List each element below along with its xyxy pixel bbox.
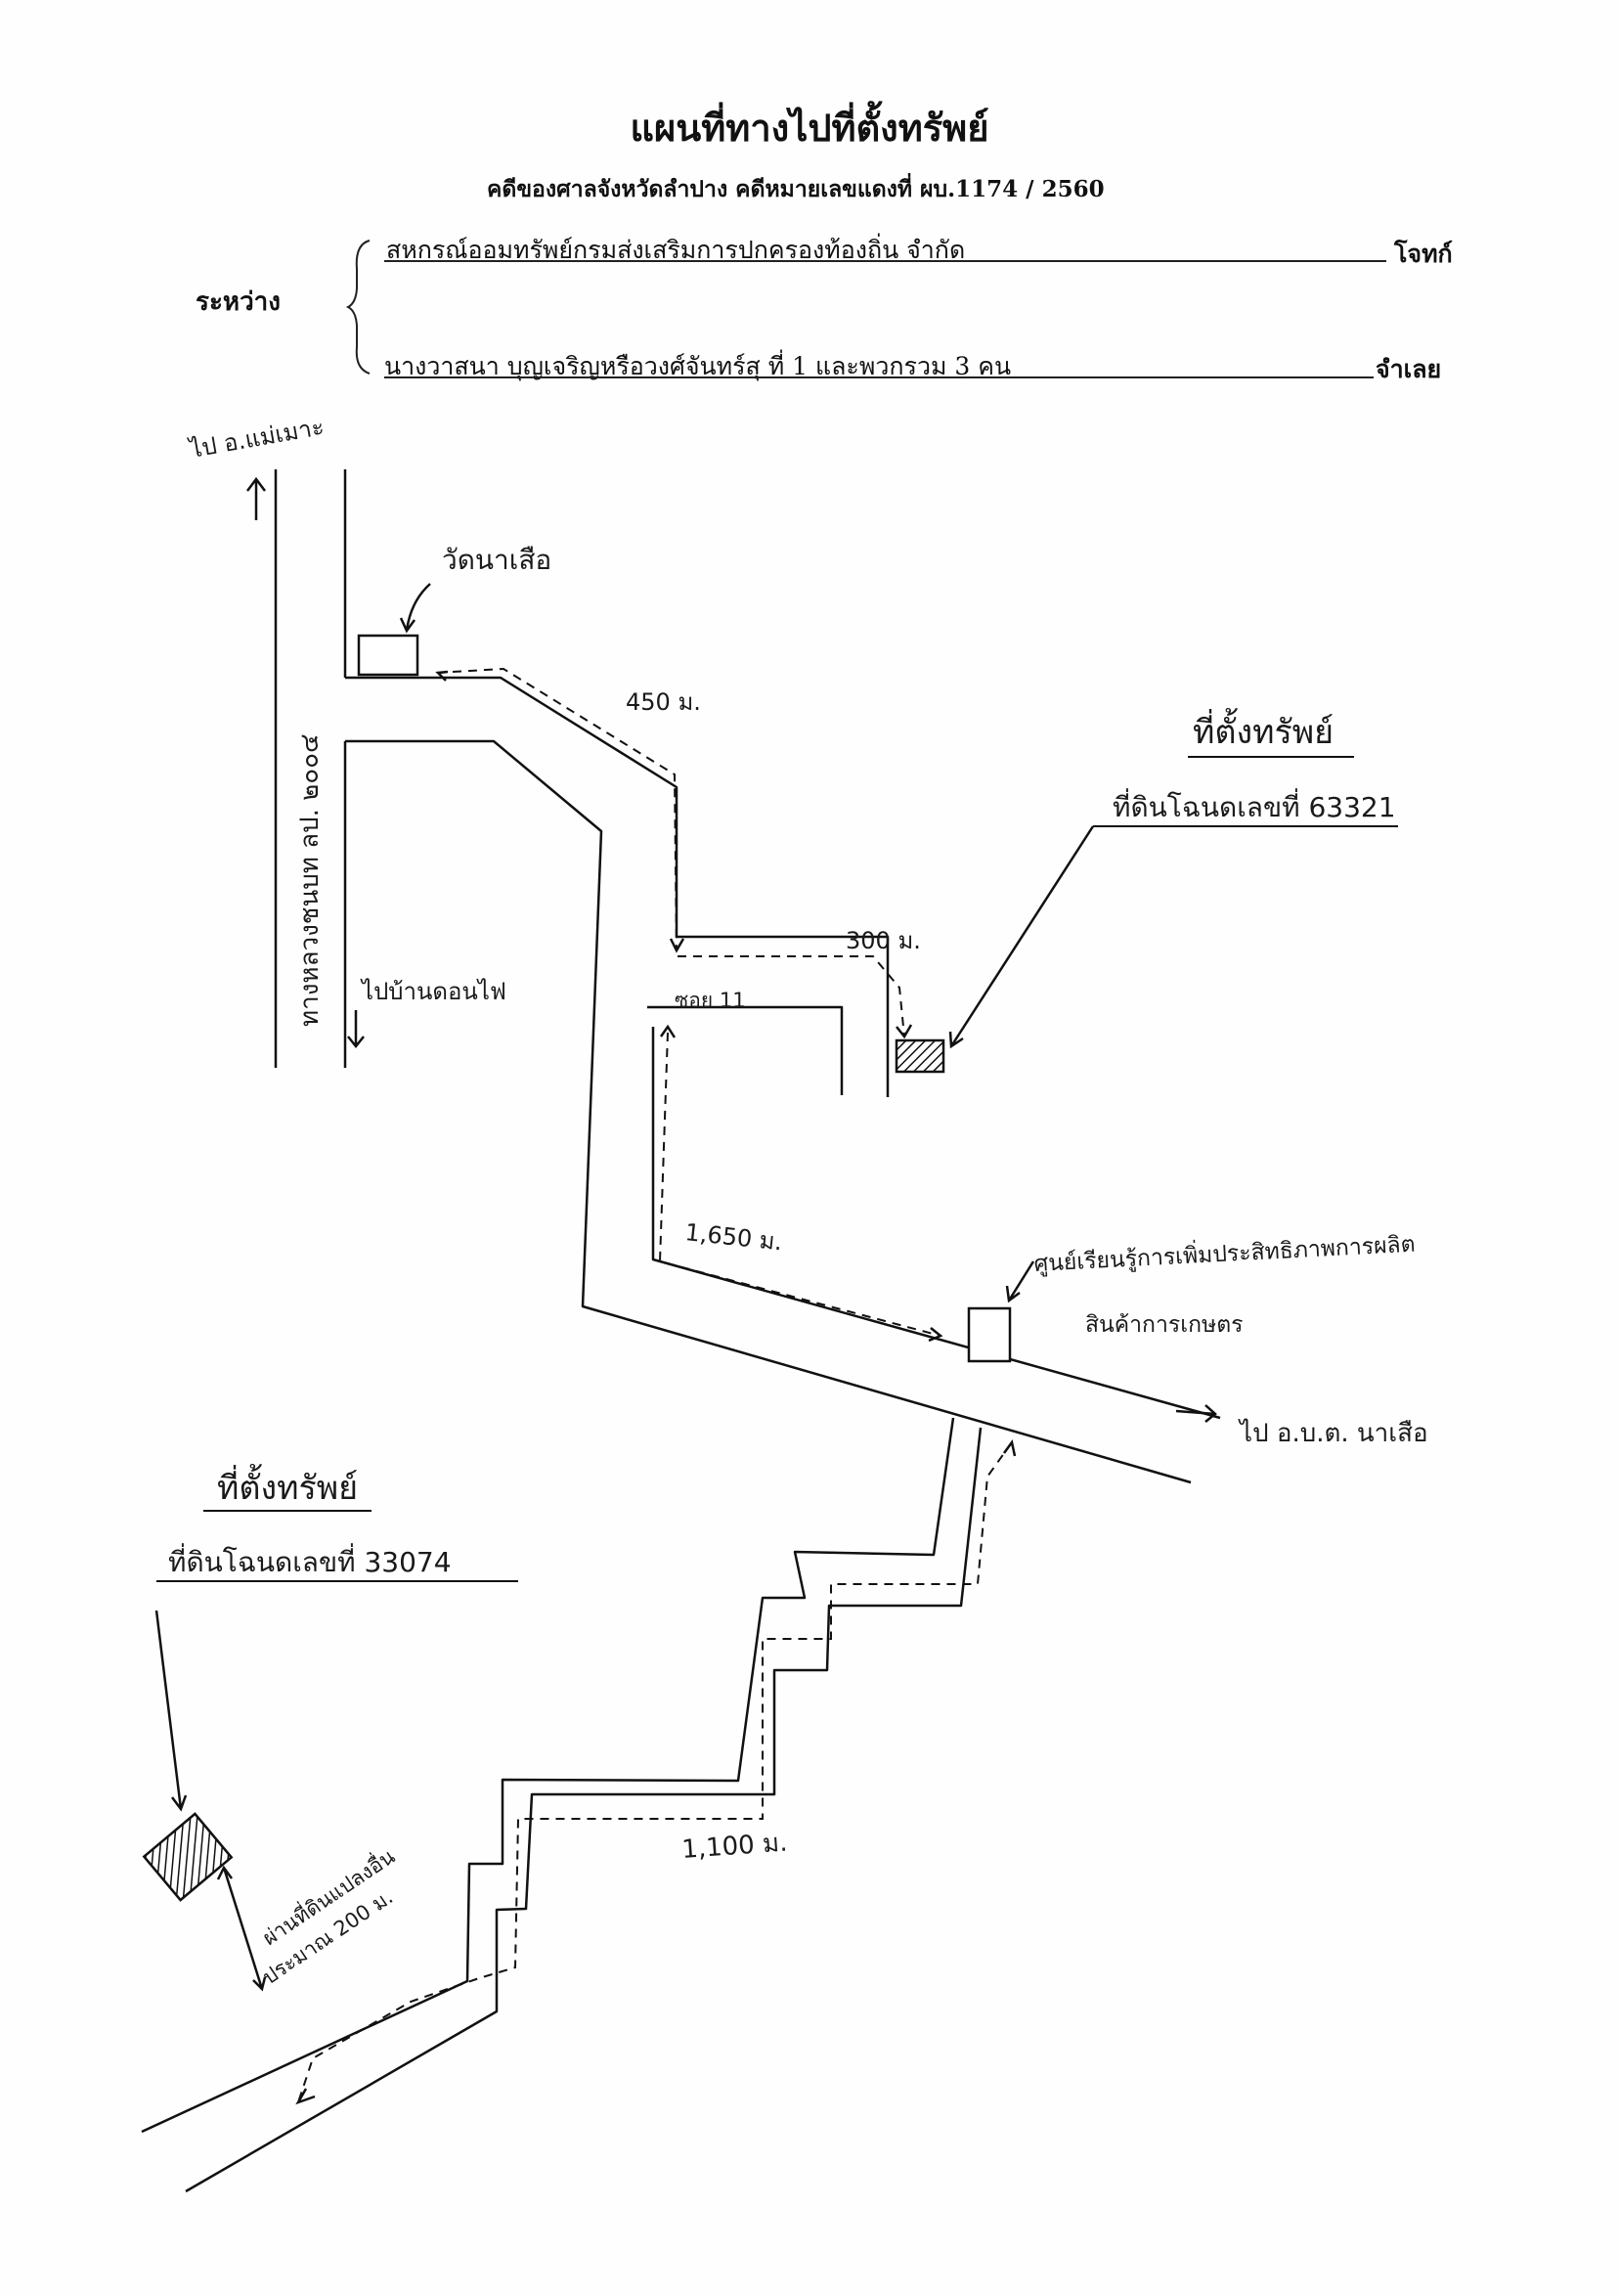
label-learning-center-line-2: สินค้าการเกษตร bbox=[1085, 1312, 1244, 1338]
route-to-temple bbox=[436, 667, 678, 951]
label-distance-300: 300 ม. bbox=[846, 927, 921, 954]
route-arrow-5 bbox=[1002, 1439, 1017, 1457]
route-arrow-1 bbox=[669, 938, 685, 953]
property-plot-63321 bbox=[895, 1038, 945, 1074]
north-arrow bbox=[246, 476, 266, 520]
east-arrow bbox=[1175, 1404, 1217, 1423]
plaintiff-role: โจทก์ bbox=[1394, 240, 1453, 268]
label-distance-1650: 1,650 ม. bbox=[683, 1218, 783, 1256]
main-road-north-edge bbox=[345, 676, 890, 1097]
defendant-underline bbox=[384, 376, 1374, 378]
label-to-ban-don-fai: ไปบ้านดอนไฟ bbox=[360, 978, 506, 1005]
between-label: ระหว่าง bbox=[196, 287, 281, 317]
defendant-role: จำเลย bbox=[1376, 355, 1442, 383]
label-to-mae-mo: ไป อ.แม่เมาะ bbox=[186, 413, 326, 464]
temple-building bbox=[357, 634, 419, 677]
route-to-property-2 bbox=[297, 1441, 1013, 2103]
southern-road-east-edge bbox=[185, 1427, 983, 2193]
plaintiff-underline bbox=[384, 260, 1386, 262]
page-title: แผนที่ทางไปที่ตั้งทรัพย์ bbox=[630, 106, 989, 150]
route-arrow-6 bbox=[295, 2088, 316, 2105]
label-property-1: ที่ตั้งทรัพย์ bbox=[1193, 708, 1334, 752]
route-dashes bbox=[297, 667, 1013, 2103]
property-2-pointer bbox=[154, 1610, 188, 1812]
property-1-pointer bbox=[948, 825, 1095, 1049]
plaintiff-name: สหกรณ์ออมทรัพย์กรมส่งเสริมการปกครองท้องถ… bbox=[386, 236, 966, 264]
center-pointer bbox=[1005, 1260, 1035, 1303]
label-distance-450: 450 ม. bbox=[626, 688, 701, 716]
label-deed-1: ที่ดินโฉนดเลขที่ 63321 bbox=[1113, 788, 1396, 823]
temple-pointer bbox=[399, 583, 431, 634]
southern-road-west-edge bbox=[141, 1417, 955, 2134]
label-distance-1100: 1,100 ม. bbox=[680, 1829, 788, 1865]
route-arrow-2 bbox=[896, 1024, 913, 1039]
map-labels: ไป อ.แม่เมาะ ทางหลวงชนบท ลป. ๒๐๐๔ ไปบ้าน… bbox=[168, 413, 1428, 1989]
label-underlines bbox=[156, 756, 1398, 1582]
soi-11-bottom-edge bbox=[651, 1027, 1221, 1420]
label-learning-center-line-1: ศูนย์เรียนรู้การเพิ่มประสิทธิภาพการผลิต bbox=[1033, 1228, 1416, 1277]
route-to-property-1 bbox=[678, 955, 905, 1038]
property-plot-33074 bbox=[142, 1812, 234, 1902]
temple-route-arrow bbox=[435, 670, 449, 682]
route-arrow-3 bbox=[659, 1024, 677, 1038]
south-arrow bbox=[347, 1010, 365, 1049]
defendant-name: นางวาสนา บุญเจริญหรือวงศ์จันทร์สุ ที่ 1 … bbox=[384, 352, 1012, 380]
arrowheads bbox=[154, 476, 1217, 2105]
label-property-2: ที่ตั้งทรัพย์ bbox=[217, 1464, 358, 1508]
brace-bracket bbox=[345, 240, 371, 375]
label-soi-11: ซอย 11 bbox=[675, 989, 746, 1012]
route-arrow-4 bbox=[928, 1327, 943, 1343]
main-road-west-edge bbox=[345, 739, 1192, 1484]
distance-200-arrow bbox=[216, 1865, 267, 1992]
road-network bbox=[141, 469, 1221, 2193]
soi-11-top-edge bbox=[647, 1005, 844, 1095]
case-number-line: คดีของศาลจังหวัดลำปาง คดีหมายเลขแดงที่ ผ… bbox=[487, 176, 1105, 202]
learning-center-building bbox=[967, 1306, 1012, 1363]
label-to-sao: ไป อ.บ.ต. นาเสือ bbox=[1238, 1418, 1428, 1448]
label-temple: วัดนาเสือ bbox=[442, 544, 551, 576]
label-highway: ทางหลวงชนบท ลป. ๒๐๐๔ bbox=[295, 733, 325, 1027]
route-to-learning-center bbox=[658, 1032, 941, 1337]
label-deed-2: ที่ดินโฉนดเลขที่ 33074 bbox=[168, 1543, 452, 1578]
